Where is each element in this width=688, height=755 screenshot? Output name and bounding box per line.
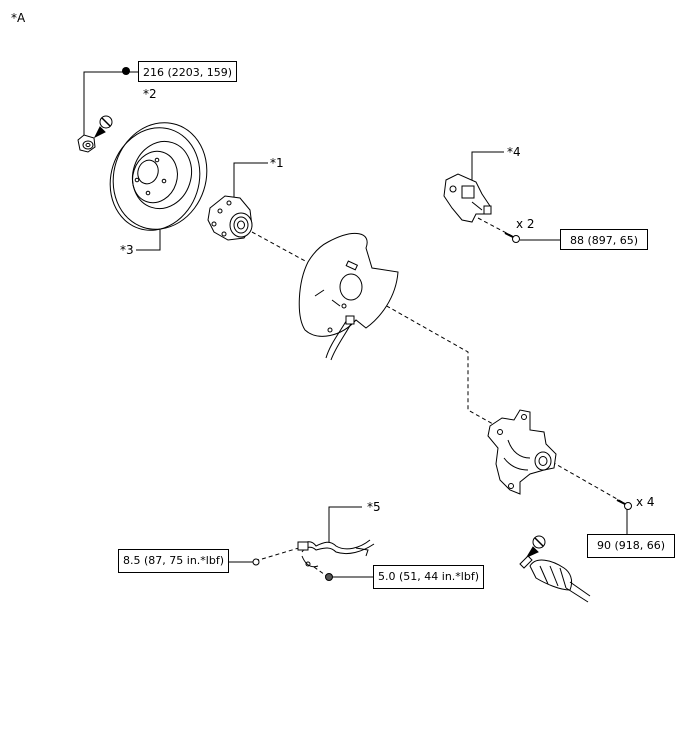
sensor-bolt-left-part bbox=[252, 558, 260, 566]
replace-part-arrow-icon bbox=[525, 535, 546, 559]
callout-3: *3 bbox=[120, 243, 134, 257]
brake-caliper-part bbox=[443, 173, 492, 223]
hub-cap-part bbox=[77, 134, 96, 153]
adhesive-dot-icon bbox=[122, 67, 130, 75]
caliper-bolt-quantity: x 2 bbox=[516, 217, 535, 231]
view-label: *A bbox=[11, 11, 26, 25]
drive-shaft-part bbox=[519, 555, 591, 603]
torque-spec-sensor-bolt-left: 8.5 (87, 75 in.*lbf) bbox=[118, 549, 229, 573]
callout-5: *5 bbox=[367, 500, 381, 514]
brake-disc-part bbox=[109, 122, 208, 231]
steering-knuckle-part bbox=[487, 409, 557, 495]
callout-2: *2 bbox=[143, 87, 157, 101]
callout-1: *1 bbox=[270, 156, 284, 170]
sensor-bolt-right-part bbox=[325, 573, 333, 581]
hub-bearing-part bbox=[207, 195, 253, 241]
speed-sensor-part bbox=[297, 539, 375, 568]
torque-spec-knuckle-bolt: 90 (918, 66) bbox=[587, 534, 675, 558]
dust-cover-part bbox=[298, 232, 399, 361]
leader-lines bbox=[83, 71, 628, 578]
caliper-bolt-part bbox=[504, 232, 520, 243]
torque-spec-caliper-bolt: 88 (897, 65) bbox=[560, 229, 648, 250]
knuckle-bolt-part bbox=[616, 499, 632, 510]
callout-4: *4 bbox=[507, 145, 521, 159]
torque-spec-sensor-bolt-right: 5.0 (51, 44 in.*lbf) bbox=[373, 565, 484, 589]
knuckle-bolt-quantity: x 4 bbox=[636, 495, 655, 509]
torque-spec-adhesive: 216 (2203, 159) bbox=[138, 61, 238, 82]
replace-part-arrow-icon bbox=[93, 115, 113, 139]
